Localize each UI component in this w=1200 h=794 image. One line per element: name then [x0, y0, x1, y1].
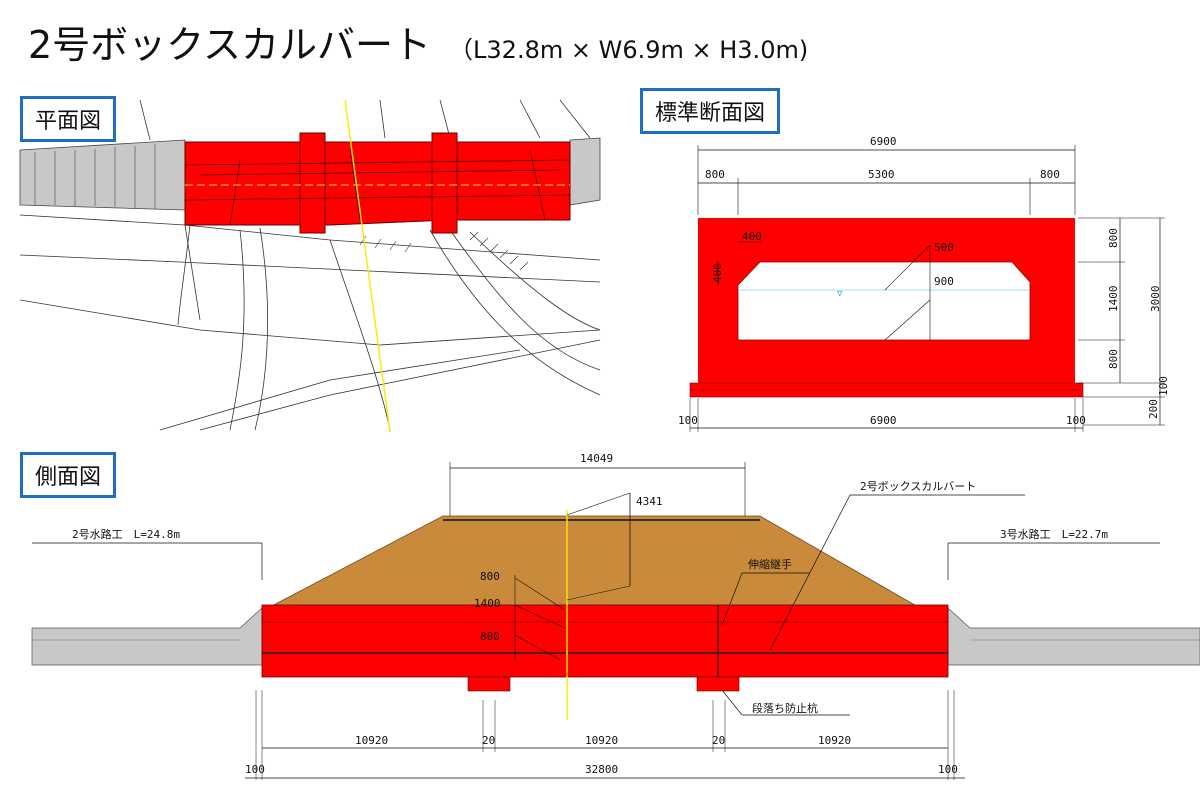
side-top-width: 14049 — [580, 452, 613, 465]
plan-pile-left — [299, 132, 326, 234]
callout-pile: 段落ち防止杭 — [752, 701, 818, 715]
plan-road-right — [569, 137, 601, 206]
side-h1400: 1400 — [474, 597, 501, 610]
side-total: 32800 — [585, 763, 618, 776]
plan-road-left — [19, 139, 186, 211]
side-channel-left — [31, 607, 263, 666]
callout-joint: 伸縮継手 — [748, 557, 792, 571]
plan-culvert-lines — [184, 149, 571, 226]
left-channel-label: 2号水路工 L=24.8m — [72, 528, 180, 541]
dim-total-top: 6900 — [870, 135, 897, 148]
leader-500: 500 — [934, 241, 954, 254]
plan-channel-hatch — [34, 144, 156, 209]
dim-bottom-mid: 6900 — [870, 414, 897, 427]
cross-section: 6900 800 5300 800 ▽ 400 400 500 900 800 … — [678, 135, 1170, 432]
side-channel-right — [947, 607, 1200, 666]
plan-road-centerline — [344, 99, 391, 433]
side-pile-right — [696, 676, 740, 692]
side-cover: 4341 — [636, 495, 663, 508]
plan-linework — [19, 99, 601, 431]
label-section: 標準断面図 — [640, 88, 781, 134]
side-culvert — [261, 604, 949, 678]
side-h800a: 800 — [480, 570, 500, 583]
plan-culvert — [184, 141, 571, 226]
side-seg2: 10920 — [585, 734, 618, 747]
title-dimensions: （L32.8m × W6.9m × H3.0m) — [449, 36, 809, 64]
side-end-right: 100 — [938, 763, 958, 776]
side-h800b: 800 — [480, 630, 500, 643]
side-seg1: 10920 — [355, 734, 388, 747]
dim-h-bot: 800 — [1107, 349, 1120, 369]
side-gap2: 20 — [712, 734, 725, 747]
title-main: 2号ボックスカルバート — [28, 23, 432, 67]
dim-right-wall: 800 — [1040, 168, 1060, 181]
page-title: 2号ボックスカルバート （L32.8m × W6.9m × H3.0m) — [28, 14, 808, 69]
plan-pile-right — [431, 132, 458, 234]
side-gap1: 20 — [482, 734, 495, 747]
dim-h-total: 3000 — [1149, 286, 1162, 313]
side-view: 800 1400 800 14049 4341 2号ボックスカルバート 伸縮継手… — [31, 452, 1200, 780]
dim-inner: 5300 — [868, 168, 895, 181]
dim-bottom-left: 100 — [678, 414, 698, 427]
dim-h-top: 800 — [1107, 228, 1120, 248]
dim-h-100: 100 — [1157, 376, 1170, 396]
dim-h-mid: 1400 — [1107, 286, 1120, 313]
plan-view — [19, 99, 601, 433]
dim-haunch-w: 400 — [742, 230, 762, 243]
label-side: 側面図 — [20, 452, 117, 498]
right-channel-label: 3号水路工 L=22.7m — [1000, 528, 1108, 541]
dim-h-200: 200 — [1147, 399, 1160, 419]
side-seg3: 10920 — [818, 734, 851, 747]
side-end-left: 100 — [245, 763, 265, 776]
dim-haunch-h: 400 — [711, 263, 724, 283]
side-pile-left — [467, 676, 511, 692]
section-opening — [737, 261, 1031, 341]
dim-bottom-right: 100 — [1066, 414, 1086, 427]
plan-hatch-lower — [359, 231, 529, 271]
leader-900: 900 — [934, 275, 954, 288]
callout-culvert: 2号ボックスカルバート — [860, 480, 976, 493]
water-level-mark: ▽ — [837, 289, 843, 299]
dim-left-wall: 800 — [705, 168, 725, 181]
label-plan: 平面図 — [20, 96, 117, 142]
